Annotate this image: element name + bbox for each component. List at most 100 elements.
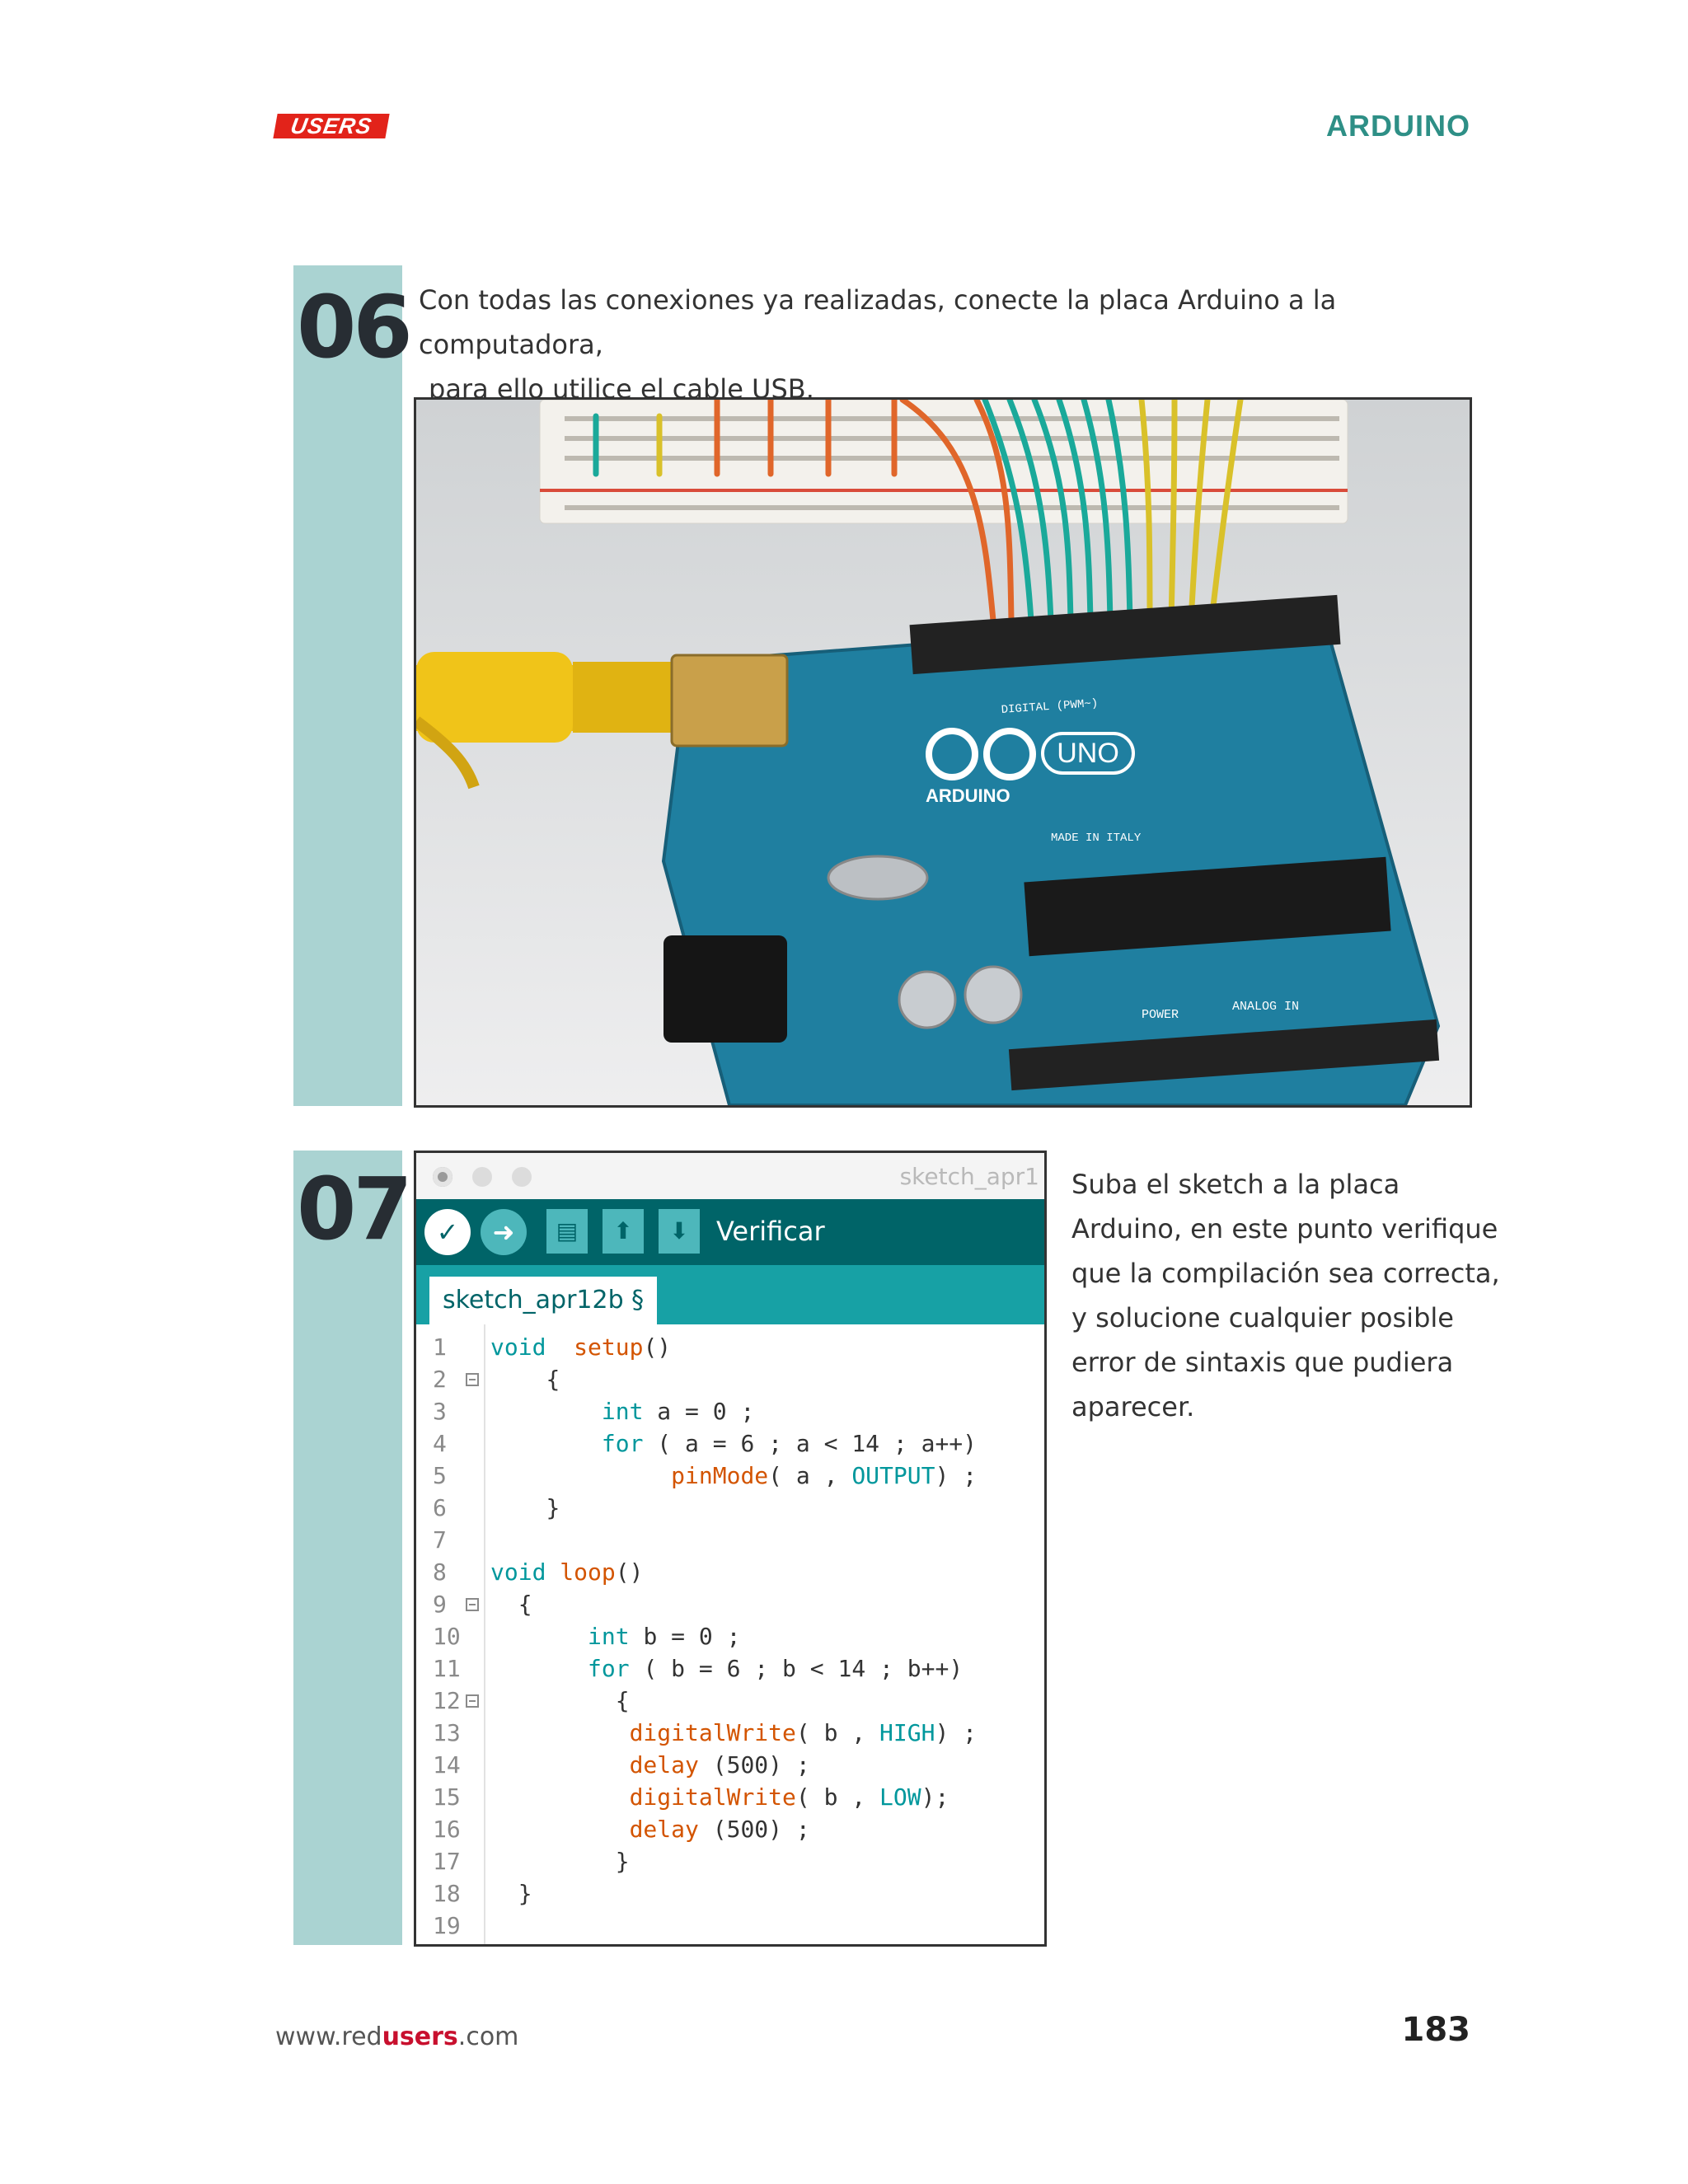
- code-line: 13 digitalWrite( b , HIGH) ;: [416, 1717, 1044, 1749]
- power-label: POWER: [1142, 1008, 1179, 1022]
- fold-toggle-icon[interactable]: [466, 1694, 479, 1708]
- code-text: delay (500) ;: [490, 1813, 810, 1845]
- analog-label: ANALOG IN: [1232, 1000, 1299, 1014]
- code-token: {: [546, 1366, 560, 1393]
- sketch-tab[interactable]: sketch_apr12b §: [429, 1277, 658, 1324]
- code-text: }: [490, 1492, 560, 1524]
- ide-window-title: sketch_apr1: [899, 1163, 1039, 1190]
- line-number: 2: [433, 1366, 447, 1393]
- line-number: 16: [433, 1816, 461, 1843]
- step-06-text-line1: Con todas las conexiones ya realizadas, …: [419, 284, 1337, 360]
- code-text: {: [490, 1685, 630, 1717]
- code-text: delay (500) ;: [490, 1749, 810, 1781]
- code-token: (500) ;: [698, 1816, 810, 1843]
- code-token: int: [601, 1398, 644, 1425]
- upload-icon[interactable]: ➜: [481, 1209, 527, 1255]
- line-number: 4: [433, 1430, 447, 1457]
- users-logo: USERS: [273, 114, 390, 138]
- code-line: 17 }: [416, 1845, 1044, 1877]
- step-06-bar: [293, 265, 402, 1106]
- made-label: MADE IN ITALY: [1051, 832, 1142, 845]
- open-icon[interactable]: ⬆: [603, 1209, 644, 1254]
- code-token: OUTPUT: [851, 1462, 935, 1489]
- line-number: 9: [433, 1591, 447, 1618]
- line-number: 5: [433, 1462, 447, 1489]
- code-line: 5 pinMode( a , OUTPUT) ;: [416, 1460, 1044, 1492]
- code-token: void: [490, 1558, 546, 1586]
- code-token: }: [615, 1848, 630, 1875]
- code-text: for ( b = 6 ; b < 14 ; b++): [490, 1652, 963, 1685]
- verify-icon[interactable]: ✓: [424, 1209, 471, 1255]
- fold-toggle-icon[interactable]: [466, 1598, 479, 1611]
- code-token: for: [588, 1655, 630, 1682]
- code-token: ( b ,: [795, 1783, 880, 1811]
- footer-url[interactable]: www.redusers.com: [275, 2022, 518, 2051]
- code-line: 1 void setup(): [416, 1331, 1044, 1363]
- code-token: setup: [574, 1333, 644, 1361]
- code-line: 4 for ( a = 6 ; a < 14 ; a++): [416, 1427, 1044, 1460]
- zoom-window-icon[interactable]: [512, 1167, 532, 1187]
- code-token: [546, 1558, 560, 1586]
- code-token: void: [490, 1333, 546, 1361]
- line-number: 12: [433, 1687, 461, 1714]
- code-line: 16 delay (500) ;: [416, 1813, 1044, 1845]
- code-token: for: [601, 1430, 644, 1457]
- code-line: 12 {: [416, 1685, 1044, 1717]
- step-06-text: Con todas las conexiones ya realizadas, …: [419, 278, 1474, 411]
- code-line: 10 int b = 0 ;: [416, 1620, 1044, 1652]
- code-text: digitalWrite( b , HIGH) ;: [490, 1717, 977, 1749]
- code-text: }: [490, 1845, 630, 1877]
- code-token: ( b ,: [795, 1719, 880, 1746]
- code-token: delay: [629, 1816, 699, 1843]
- section-title: ARDUINO: [1326, 109, 1470, 143]
- code-line: 18 }: [416, 1877, 1044, 1910]
- line-number: 14: [433, 1751, 461, 1779]
- ide-title-bar: sketch_apr1: [416, 1153, 1044, 1199]
- save-icon[interactable]: ⬇: [659, 1209, 700, 1254]
- ide-tab-bar: sketch_apr12b §: [416, 1265, 1044, 1324]
- line-number: 18: [433, 1880, 461, 1907]
- code-text: void loop(): [490, 1556, 643, 1588]
- code-text: digitalWrite( b , LOW);: [490, 1781, 950, 1813]
- url-brand: users: [382, 2022, 458, 2051]
- code-line: 11 for ( b = 6 ; b < 14 ; b++): [416, 1652, 1044, 1685]
- line-number: 17: [433, 1848, 461, 1875]
- close-window-icon[interactable]: [433, 1167, 452, 1187]
- minimize-window-icon[interactable]: [472, 1167, 492, 1187]
- code-token: b = 0 ;: [629, 1623, 741, 1650]
- code-line: 14 delay (500) ;: [416, 1749, 1044, 1781]
- code-token: [546, 1333, 574, 1361]
- line-number: 13: [433, 1719, 461, 1746]
- line-number: 3: [433, 1398, 447, 1425]
- code-token: LOW: [879, 1783, 921, 1811]
- line-number-gutter: [416, 1324, 485, 1944]
- code-token: );: [921, 1783, 950, 1811]
- code-token: }: [518, 1880, 532, 1907]
- arduino-ide-window: sketch_apr1 ✓ ➜ ▤ ⬆ ⬇ Verificar sketch_a…: [414, 1151, 1047, 1947]
- ide-toolbar: ✓ ➜ ▤ ⬆ ⬇ Verificar: [416, 1199, 1044, 1265]
- code-token: (): [643, 1333, 672, 1361]
- code-line: 7: [416, 1524, 1044, 1556]
- new-icon[interactable]: ▤: [546, 1209, 588, 1254]
- code-line: 9 {: [416, 1588, 1044, 1620]
- code-token: digitalWrite: [629, 1783, 796, 1811]
- board-label: ARDUINO: [926, 785, 1010, 806]
- line-number: 7: [433, 1526, 447, 1554]
- code-text: }: [490, 1877, 532, 1910]
- code-token: {: [615, 1687, 630, 1714]
- code-token: (): [615, 1558, 644, 1586]
- code-line: 2 {: [416, 1363, 1044, 1395]
- step-07-text: Suba el sketch a la placa Arduino, en es…: [1071, 1169, 1500, 1422]
- fold-toggle-icon[interactable]: [466, 1373, 479, 1386]
- code-token: ) ;: [935, 1462, 978, 1489]
- code-line: 6 }: [416, 1492, 1044, 1524]
- step-07-number: 07: [297, 1159, 413, 1259]
- code-text: for ( a = 6 ; a < 14 ; a++): [490, 1427, 977, 1460]
- code-line: 19: [416, 1910, 1044, 1942]
- line-number: 1: [433, 1333, 447, 1361]
- code-token: ( a = 6 ; a < 14 ; a++): [643, 1430, 978, 1457]
- code-text: pinMode( a , OUTPUT) ;: [490, 1460, 977, 1492]
- usb-cable: [416, 652, 789, 790]
- code-line: 3 int a = 0 ;: [416, 1395, 1044, 1427]
